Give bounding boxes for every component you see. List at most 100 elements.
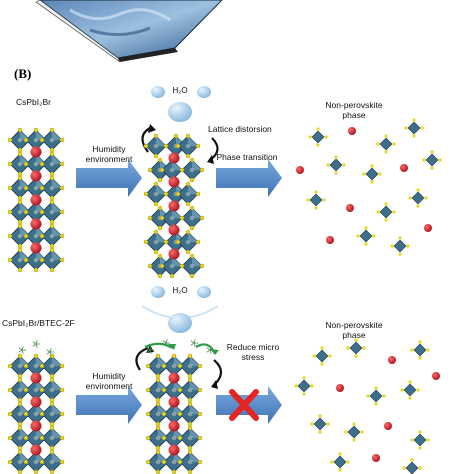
ligand-molecule: [32, 340, 40, 348]
cs-cation: [168, 152, 180, 164]
pbx6-octahedron: [177, 401, 203, 427]
lattice: [7, 127, 65, 273]
lattice: [143, 133, 205, 279]
pbi-fragment: [376, 134, 396, 154]
pbi-fragment: [312, 346, 332, 366]
pbx6-octahedron: [39, 127, 65, 153]
pbi-fragment: [366, 386, 386, 406]
ligand-molecule: [162, 339, 170, 347]
ligand-molecule: [206, 346, 214, 354]
pbx6-octahedron: [7, 377, 33, 403]
perovskite-lattices: [7, 127, 205, 474]
panel-a-device-fragment: [35, 0, 223, 63]
lattice-distortion-arrows: [141, 124, 219, 164]
pbi-fragment: [294, 376, 314, 396]
ligand-molecule: [18, 346, 26, 354]
cs-cation: [168, 396, 180, 408]
pbi-fragment: [330, 452, 350, 472]
cs-cation: [30, 372, 42, 384]
ligand-molecule: [190, 339, 198, 347]
pbi-fragment: [422, 150, 442, 170]
pbx6-octahedron: [39, 151, 65, 177]
cs-cation: [424, 224, 432, 232]
pbi-fragment: [356, 226, 376, 246]
pbx6-octahedron: [177, 353, 203, 379]
cs-cation: [372, 454, 380, 462]
water-label-bottom: H₂O: [172, 286, 188, 295]
panel-label: (B): [14, 66, 32, 81]
cs-cation: [346, 204, 354, 212]
pbx6-octahedron: [39, 425, 65, 451]
pbx6-octahedron: [175, 133, 201, 159]
pbx6-octahedron: [179, 205, 205, 231]
pbi-fragment: [410, 340, 430, 360]
pbx6-octahedron: [39, 175, 65, 201]
cs-cation: [30, 170, 42, 182]
pbi-fragment: [326, 155, 346, 175]
pbi-fragment: [408, 188, 428, 208]
pbx6-octahedron: [7, 175, 33, 201]
pbx6-octahedron: [179, 253, 205, 279]
pbi-fragment: [390, 236, 410, 256]
pbx6-octahedron: [175, 181, 201, 207]
humidity-arrow-top: [76, 159, 142, 197]
btec-2f-ligands: [18, 339, 214, 356]
blocked-x-icon: [229, 389, 259, 421]
pbi-fragment: [308, 127, 328, 147]
non-perovskite-fragments: [294, 118, 442, 474]
lattice: [145, 353, 203, 474]
pbx6-octahedron: [177, 449, 203, 474]
cs-cation: [168, 224, 180, 236]
result-label-bottom: Non-perovskite phase: [325, 320, 383, 340]
pbx6-octahedron: [39, 199, 65, 225]
cs-cation: [432, 372, 440, 380]
humidity-arrow-bottom: [76, 386, 142, 424]
cs-cation: [348, 127, 356, 135]
cs-cation: [296, 166, 304, 174]
ligand-molecule: [146, 346, 154, 354]
pbx6-octahedron: [39, 223, 65, 249]
pbi-fragment: [344, 422, 364, 442]
pbx6-octahedron: [143, 229, 169, 255]
cs-cation: [30, 194, 42, 206]
pbx6-octahedron: [143, 181, 169, 207]
phase-transition-arrow: [216, 159, 282, 197]
cs-cation: [168, 444, 180, 456]
cs-cation: [30, 396, 42, 408]
cs-cation: [388, 356, 396, 364]
pbi-fragment: [310, 414, 330, 434]
pbx6-octahedron: [145, 377, 171, 403]
cs-cation: [30, 242, 42, 254]
water-molecules-top: [151, 86, 211, 122]
water-molecules-bottom: [141, 286, 219, 333]
material-label-top: CsPbI₂Br: [16, 97, 51, 107]
pbi-fragment: [306, 190, 326, 210]
pbi-fragment: [410, 430, 430, 450]
pbx6-octahedron: [39, 353, 65, 379]
pbx6-octahedron: [7, 353, 33, 379]
pbx6-octahedron: [39, 449, 65, 474]
material-label-bottom: CsPbI₂Br/BTEC-2F: [2, 318, 75, 328]
reduce-stress-label: Reduce micro stress: [226, 342, 280, 362]
cs-cation: [400, 164, 408, 172]
cs-cation: [30, 444, 42, 456]
cs-cation: [30, 420, 42, 432]
humidity-label-bottom: Humidity environment: [85, 371, 133, 391]
pbi-fragment: [404, 118, 424, 138]
pbi-fragment: [400, 380, 420, 400]
cs-cation: [30, 146, 42, 158]
pbx6-octahedron: [177, 377, 203, 403]
pbx6-octahedron: [175, 229, 201, 255]
pbx6-octahedron: [39, 247, 65, 273]
pbi-fragment: [376, 202, 396, 222]
pbx6-octahedron: [179, 157, 205, 183]
pbi-fragment: [346, 338, 366, 358]
pbx6-octahedron: [177, 425, 203, 451]
humidity-label-top: Humidity environment: [85, 144, 133, 164]
cs-cation: [168, 176, 180, 188]
cs-cation: [384, 422, 392, 430]
pbi-fragment: [402, 458, 422, 474]
pbx6-octahedron: [39, 377, 65, 403]
pbx6-octahedron: [145, 401, 171, 427]
